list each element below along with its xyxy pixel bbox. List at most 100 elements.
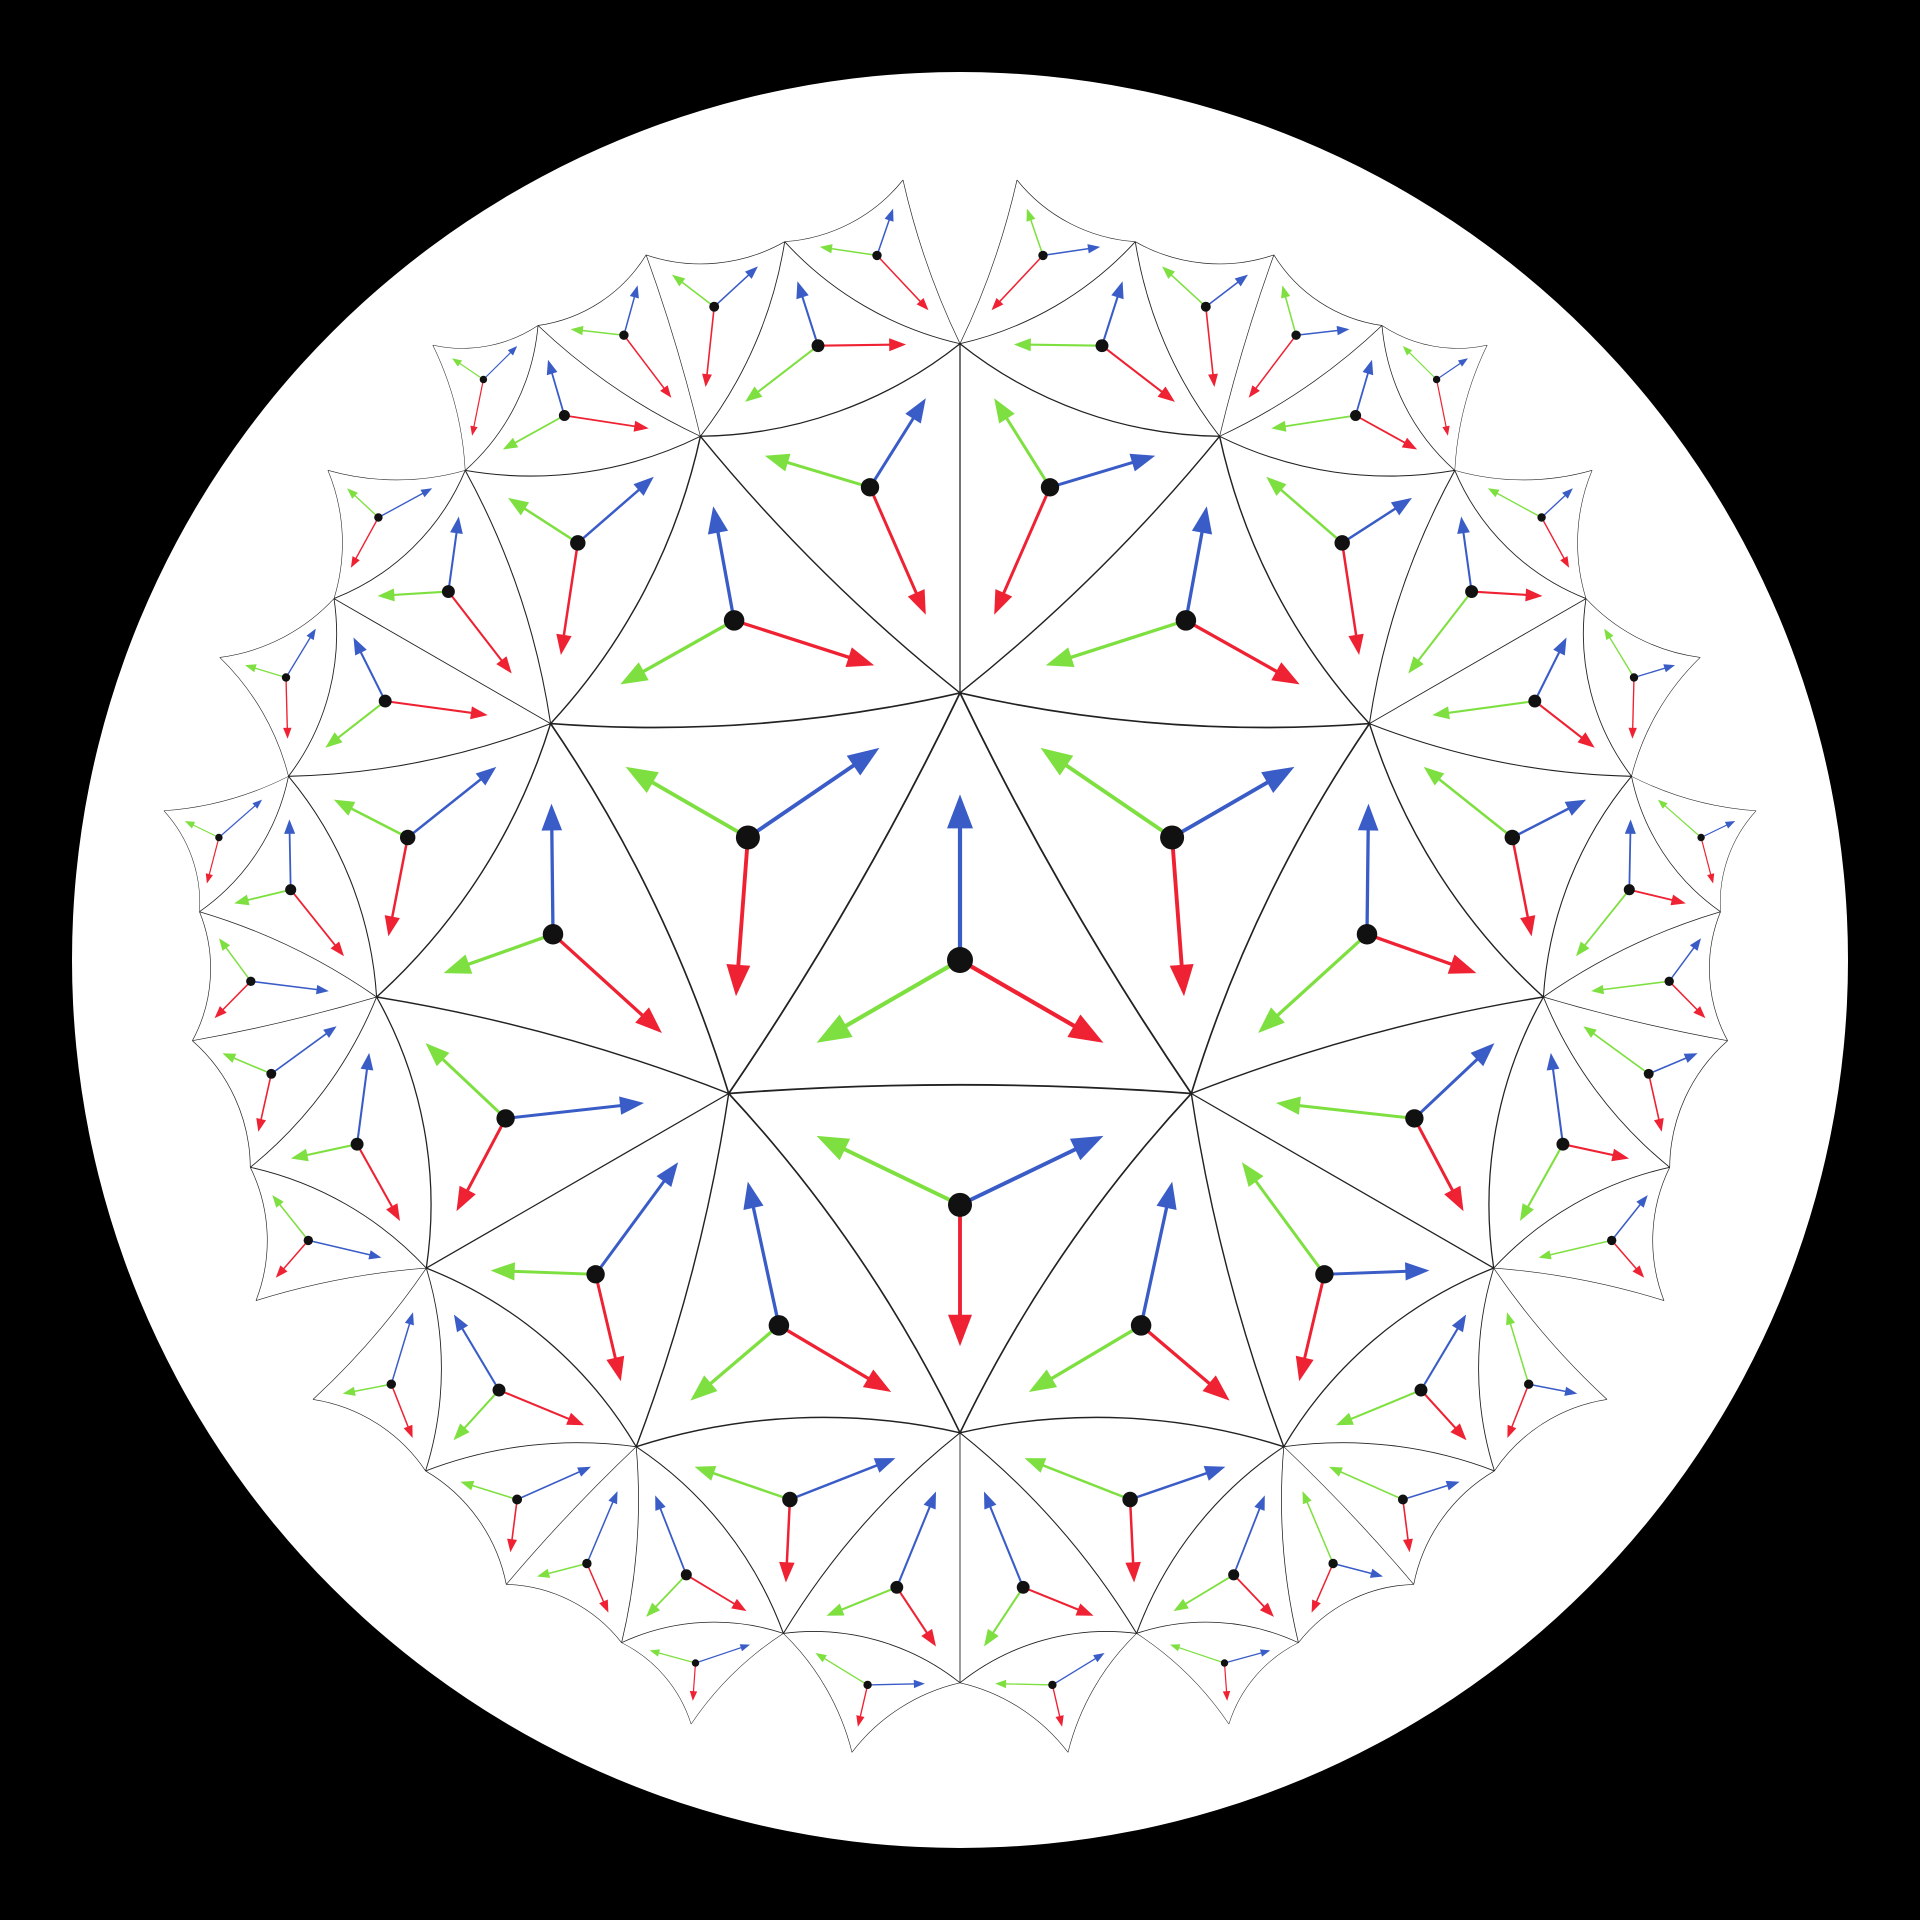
arrow-head	[452, 358, 463, 367]
arrow-head	[219, 938, 231, 951]
center-dot	[1664, 976, 1674, 986]
arrow-shaft	[1541, 492, 1569, 518]
tiling-edge	[1652, 1167, 1670, 1301]
arrow-head	[819, 244, 833, 254]
arrow-shaft	[435, 1051, 507, 1120]
arrow-shaft	[551, 932, 652, 1024]
arrow-shaft	[826, 247, 878, 257]
center-dot	[1328, 1558, 1338, 1569]
arrow-shaft	[1324, 1269, 1416, 1276]
tiling-edge	[250, 1166, 427, 1269]
arrow-shaft	[1052, 1655, 1100, 1686]
arrow-head	[1125, 1561, 1141, 1583]
center-dot	[811, 339, 825, 353]
arrow-shaft	[1042, 247, 1094, 257]
tiling-edge	[1136, 1446, 1285, 1634]
arrow-shaft	[1180, 1574, 1235, 1608]
tiling-edge	[959, 1092, 1192, 1434]
arrow-shaft	[1140, 1324, 1219, 1392]
tiling-edge	[1281, 1446, 1299, 1643]
arrow-triad	[764, 398, 926, 615]
arrow-head	[566, 1412, 585, 1426]
arrow-shaft	[986, 1500, 1025, 1588]
arrow-head	[743, 1181, 764, 1210]
center-dot	[1432, 375, 1441, 384]
center-dot	[768, 1315, 790, 1336]
arrow-shaft	[550, 819, 555, 935]
arrow-triad	[443, 803, 662, 1033]
arrow-head	[1362, 359, 1374, 376]
tiling-edge	[1631, 776, 1757, 812]
arrow-head	[537, 1568, 551, 1578]
arrow-head	[1670, 894, 1686, 906]
tiling-edge	[333, 598, 551, 724]
arrow-triad	[184, 799, 263, 884]
arrow-head	[342, 1386, 356, 1396]
arrow-head	[1013, 338, 1031, 352]
arrow-head	[796, 281, 809, 300]
arrow-shaft	[356, 1062, 369, 1145]
arrow-shaft	[1534, 700, 1588, 743]
arrow-head	[1162, 266, 1175, 279]
arrow-head	[995, 1679, 1007, 1689]
arrow-shaft	[1511, 803, 1576, 839]
arrow-head	[633, 420, 649, 432]
arrow-head	[290, 1148, 309, 1162]
center-dot	[1643, 1068, 1654, 1079]
arrow-head	[726, 964, 751, 997]
arrow-shaft	[868, 486, 922, 603]
arrow-head	[222, 1053, 237, 1063]
arrow-shaft	[1541, 517, 1567, 563]
arrow-shaft	[959, 1142, 1088, 1207]
arrow-shaft	[1332, 1562, 1377, 1576]
arrow-head	[690, 1375, 718, 1401]
tiling-edge	[219, 598, 335, 658]
arrow-shaft	[1185, 618, 1287, 678]
tiling-edge	[192, 996, 377, 1042]
arrow-shaft	[1629, 888, 1678, 903]
arrow-triad	[826, 1491, 936, 1647]
tiling-edge	[327, 470, 343, 599]
arrow-shaft	[1509, 1383, 1530, 1432]
arrow-shaft	[1049, 458, 1142, 489]
center-dot	[496, 1109, 515, 1128]
arrow-shaft	[308, 1239, 375, 1257]
arrow-shaft	[516, 1469, 585, 1501]
arrow-shaft	[1365, 819, 1370, 935]
center-dot	[570, 535, 586, 551]
arrow-head	[1087, 244, 1101, 254]
arrow-shaft	[713, 271, 753, 308]
tiling-edge	[1190, 723, 1371, 1094]
center-dot	[350, 1137, 364, 1151]
center-dot	[1160, 825, 1185, 850]
arrow-head	[1208, 373, 1218, 387]
arrow-triad	[1538, 1195, 1648, 1278]
arrow-head	[1405, 1262, 1430, 1281]
arrow-head	[606, 1355, 625, 1382]
arrow-shaft	[390, 1319, 412, 1385]
arrow-head	[1457, 358, 1468, 367]
arrow-shaft	[988, 1586, 1025, 1639]
arrow-shaft	[290, 889, 340, 950]
arrow-triad	[1276, 1043, 1495, 1212]
arrow-head	[384, 915, 400, 937]
arrow-head	[1357, 803, 1379, 831]
arrow-shaft	[1523, 1143, 1564, 1213]
arrow-shaft	[1354, 367, 1371, 416]
arrow-shaft	[467, 1483, 518, 1501]
arrow-shaft	[349, 1383, 392, 1393]
arrow-head	[984, 1491, 997, 1510]
arrow-shaft	[1139, 1197, 1171, 1326]
center-dot	[374, 513, 383, 522]
arrow-shaft	[1366, 932, 1462, 970]
arrow-head	[1254, 1495, 1265, 1511]
tiling-edge	[1585, 598, 1701, 658]
tiling-edge	[425, 1092, 730, 1269]
arrow-shaft	[564, 414, 641, 428]
arrow-head	[456, 1185, 476, 1212]
arrow-head	[496, 656, 512, 674]
arrow-head	[284, 819, 296, 834]
arrow-shaft	[1224, 1651, 1265, 1664]
arrow-head	[694, 1466, 717, 1481]
